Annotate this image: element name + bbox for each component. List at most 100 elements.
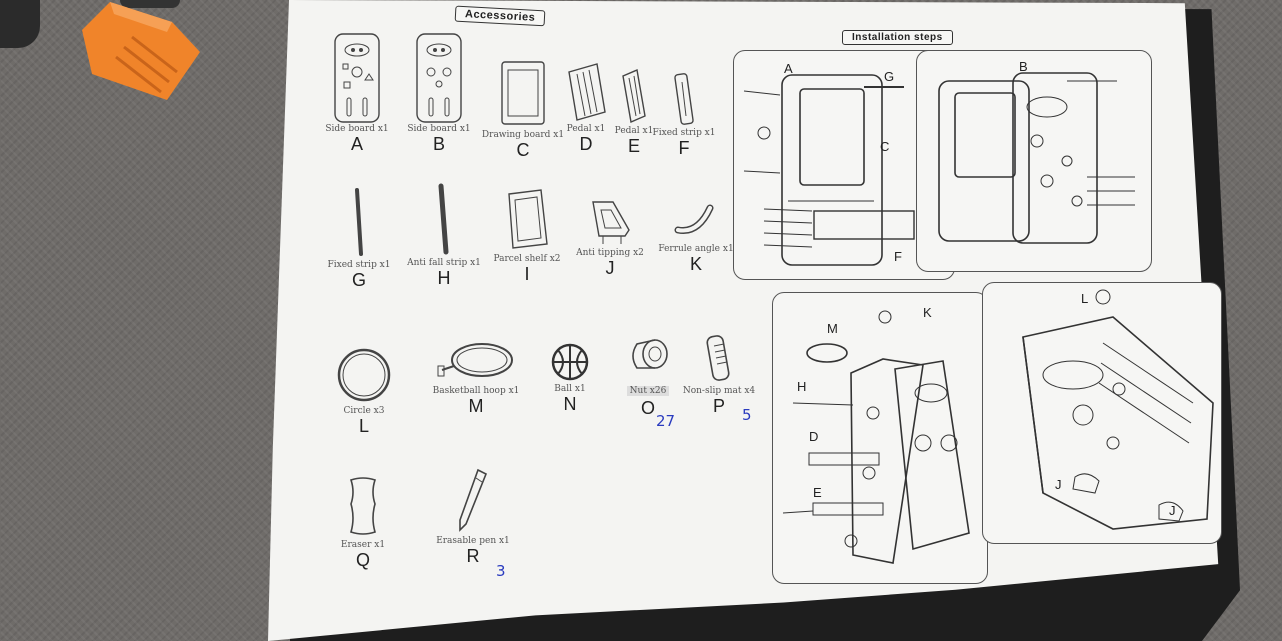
item-caption: Basketball hoop x1 (432, 386, 520, 396)
orange-plastic-clip (82, 2, 200, 100)
item-caption: Fixed strip x1 (652, 128, 716, 138)
step-label: G (884, 69, 895, 84)
item-f: Fixed strip x1 F (652, 70, 716, 158)
pedal-icon (622, 69, 646, 123)
ball-icon (551, 343, 589, 381)
item-letter: F (678, 138, 690, 158)
item-caption: Eraser x1 (340, 540, 386, 550)
item-letter: G (351, 270, 366, 290)
handwritten-count-r: 3 (496, 562, 506, 580)
eraser-icon (349, 477, 377, 535)
pedal-icon (568, 63, 606, 121)
item-letter: I (524, 264, 530, 284)
step-label: B (1019, 59, 1028, 74)
dark-object-corner (0, 0, 40, 48)
side-board-icon (334, 33, 380, 123)
non-slip-mat-icon (706, 335, 730, 381)
item-letter: A (350, 134, 363, 154)
step-label: E (813, 485, 822, 500)
item-b: Side board x1 B (400, 32, 478, 154)
step-label: D (809, 429, 819, 444)
erasable-pen-icon (459, 468, 488, 532)
basketball-hoop-icon (437, 343, 513, 377)
side-board-icon (416, 33, 462, 123)
item-caption: Fixed strip x1 (327, 260, 391, 270)
fixed-strip-icon (674, 73, 694, 125)
item-r: Erasable pen x1 R (428, 464, 518, 566)
item-letter: C (516, 140, 530, 160)
item-letter: R (466, 546, 480, 566)
item-caption: Side board x1 (325, 124, 389, 134)
dark-object-edge (120, 0, 180, 8)
step-label: J (1055, 477, 1062, 492)
item-l: Circle x3 L (328, 344, 400, 436)
step-label: J (1169, 503, 1176, 518)
item-g: Fixed strip x1 G (322, 186, 396, 290)
item-letter: J (605, 258, 615, 278)
item-k: Ferrule angle x1 K (656, 204, 736, 274)
install-step-2: B (916, 50, 1152, 272)
item-j: Anti tipping x2 J (572, 196, 648, 278)
step-label: A (784, 61, 793, 76)
parcel-shelf-icon (508, 189, 548, 249)
fixed-strip-icon (355, 188, 363, 256)
step-label: F (894, 249, 902, 264)
item-n: Ball x1 N (540, 340, 600, 414)
handwritten-count-p: 5 (742, 406, 752, 424)
item-m: Basketball hoop x1 M (424, 336, 528, 416)
item-e: Pedal x1 E (606, 68, 662, 156)
item-letter: K (689, 254, 702, 274)
step-label: C (880, 139, 890, 154)
item-letter: L (358, 416, 369, 436)
step-1-illustration (743, 74, 915, 266)
install-step-3: M K H D E (772, 292, 988, 584)
item-d: Pedal x1 D (556, 62, 616, 154)
step-label: L (1081, 291, 1089, 306)
item-letter: H (437, 268, 451, 288)
step-3-illustration (782, 310, 970, 564)
item-letter: M (468, 396, 484, 416)
item-a: Side board x1 A (318, 32, 396, 154)
item-caption: Anti tipping x2 (576, 248, 644, 258)
item-caption: Ball x1 (554, 384, 586, 394)
install-step-4: L J J (982, 282, 1222, 544)
item-caption: Erasable pen x1 (436, 536, 510, 546)
item-caption: Ferrule angle x1 (658, 244, 734, 254)
anti-tipping-icon (592, 201, 630, 244)
item-letter: Q (355, 550, 370, 570)
item-i: Parcel shelf x2 I (490, 186, 564, 284)
item-caption: Non-slip mat x4 (682, 386, 756, 396)
installation-title: Installation steps (842, 30, 953, 45)
item-q: Eraser x1 Q (330, 474, 396, 570)
item-letter: N (563, 394, 577, 414)
item-letter: D (579, 134, 593, 154)
anti-fall-strip-icon (438, 183, 449, 255)
item-o: Nut x26 O (616, 334, 680, 418)
nut-icon (632, 339, 668, 369)
item-caption: Side board x1 (407, 124, 471, 134)
item-caption: Parcel shelf x2 (493, 254, 561, 264)
circle-ring-icon (337, 348, 391, 402)
ferrule-angle-icon (674, 204, 714, 235)
item-caption: Pedal x1 (614, 126, 654, 136)
step-label: M (827, 321, 838, 336)
item-letter: O (640, 398, 655, 418)
item-h: Anti fall strip x1 H (402, 182, 486, 288)
item-caption: Pedal x1 (566, 124, 606, 134)
handwritten-count-o: 27 (656, 412, 676, 430)
step-4-illustration (1022, 289, 1214, 530)
item-caption: Drawing board x1 (481, 130, 565, 140)
step-label: H (797, 379, 807, 394)
item-c: Drawing board x1 C (478, 58, 568, 160)
item-caption: Anti fall strip x1 (407, 258, 481, 268)
item-letter: B (432, 134, 445, 154)
item-letter: E (627, 136, 640, 156)
step-label: K (923, 305, 932, 320)
step-2-illustration (938, 72, 1135, 244)
item-p: Non-slip mat x4 P (680, 332, 758, 416)
item-caption: Circle x3 (343, 406, 385, 416)
item-letter: P (712, 396, 725, 416)
drawing-board-icon (501, 61, 545, 125)
item-caption: Nut x26 (626, 386, 670, 396)
